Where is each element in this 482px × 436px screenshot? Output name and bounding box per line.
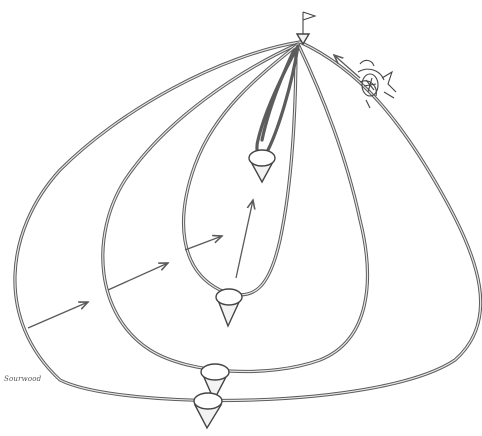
- flow-arrow-4: [236, 200, 253, 278]
- flow-arrow-1: [28, 302, 88, 328]
- flow-arrow-2: [108, 263, 168, 290]
- flag-icon: [297, 12, 315, 44]
- second-loop: [103, 44, 368, 371]
- cone-outer-loop: [194, 393, 222, 428]
- flow-arrow-5: [334, 55, 360, 78]
- cone-third-loop: [216, 289, 242, 326]
- cone-inner-top: [249, 150, 275, 182]
- second-loop-highlight: [103, 44, 368, 371]
- artist-signature: Sourwood: [4, 375, 41, 383]
- flow-arrow-3: [185, 236, 222, 250]
